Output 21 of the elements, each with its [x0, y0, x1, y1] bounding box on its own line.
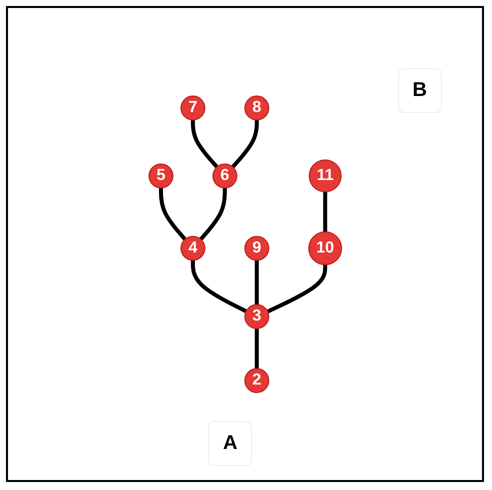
- connector: [322, 192, 327, 232]
- node-circle: 3: [244, 304, 269, 329]
- connector: [199, 188, 227, 240]
- region-label: A: [208, 421, 252, 466]
- node-circle: 8: [244, 95, 269, 120]
- connector: [266, 264, 327, 314]
- node-circle: 5: [148, 163, 174, 188]
- node-circle: 6: [212, 163, 238, 188]
- node-circle: 9: [244, 236, 269, 260]
- node-circle: 7: [180, 95, 206, 120]
- node-circle: 4: [180, 236, 206, 260]
- connector: [158, 188, 186, 240]
- connector: [231, 120, 259, 168]
- node-circle: 10: [308, 231, 342, 265]
- node-circle: 11: [308, 159, 342, 192]
- connector: [190, 120, 218, 168]
- connector: [254, 328, 259, 368]
- node-circle: 2: [244, 368, 269, 393]
- connector: [190, 260, 247, 313]
- connector: [254, 260, 259, 304]
- region-label: B: [398, 68, 442, 113]
